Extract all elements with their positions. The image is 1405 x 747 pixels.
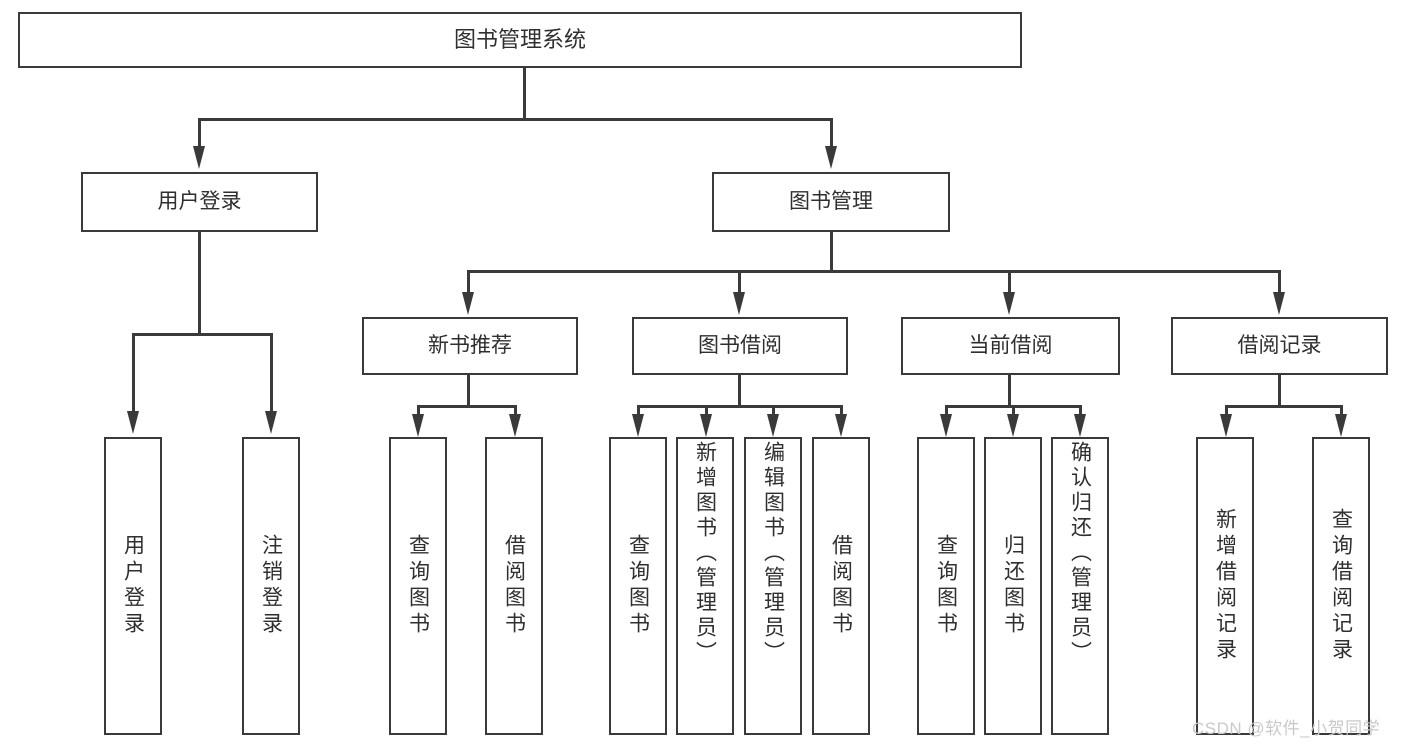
- connector-to-new-book-recommend: [467, 270, 470, 294]
- leaf-borrow-book[interactable]: 借阅图书: [812, 437, 870, 735]
- arrow-to-borrow-book-2: [835, 414, 847, 437]
- connector-borrow-record-stem: [1278, 375, 1281, 407]
- connector-current-borrow-stem: [1008, 375, 1011, 407]
- connector-borrow-record-drop-1: [1225, 405, 1228, 417]
- connector-current-borrow-drop-1: [945, 405, 948, 417]
- node-label: 借阅图书: [502, 534, 526, 638]
- connector-current-borrow-drop-3: [1079, 405, 1082, 417]
- connector-book-borrow-drop-1: [637, 405, 640, 417]
- arrow-to-user-login-leaf: [127, 411, 139, 434]
- connector-borrow-record-bus: [1226, 405, 1342, 408]
- arrow-to-logout-leaf: [265, 411, 277, 434]
- node-label: 借阅图书: [829, 534, 853, 638]
- connector-root-to-book-management: [830, 118, 833, 149]
- node-borrow-record[interactable]: 借阅记录: [1171, 317, 1388, 375]
- leaf-logout[interactable]: 注销登录: [242, 437, 300, 735]
- node-label: 确认归还（管理员）: [1068, 441, 1092, 666]
- connector-new-book-drop-2: [514, 405, 517, 417]
- node-label: 图书借阅: [698, 333, 782, 357]
- leaf-add-borrow-record[interactable]: 新增借阅记录: [1196, 437, 1254, 735]
- node-label: 注销登录: [259, 534, 283, 638]
- arrow-to-borrow-book-1: [509, 414, 521, 437]
- arrow-to-query-borrow-record: [1335, 414, 1347, 437]
- arrow-to-book-borrow: [733, 292, 745, 315]
- arrow-to-new-book-recommend: [462, 292, 474, 315]
- connector-book-borrow-drop-3: [772, 405, 775, 417]
- connector-book-borrow-drop-2: [705, 405, 708, 417]
- node-book-borrow[interactable]: 图书借阅: [632, 317, 848, 375]
- node-label: 用户登录: [121, 534, 145, 638]
- node-book-management[interactable]: 图书管理: [712, 172, 950, 232]
- node-label: 归还图书: [1001, 534, 1025, 638]
- node-label: 用户登录: [157, 189, 242, 213]
- arrow-to-add-borrow-record: [1220, 414, 1232, 437]
- connector-to-borrow-record: [1278, 270, 1281, 294]
- connector-book-management-stem: [830, 232, 833, 272]
- arrow-to-query-book-3: [940, 414, 952, 437]
- arrow-to-query-book-2: [632, 414, 644, 437]
- leaf-user-login[interactable]: 用户登录: [104, 437, 162, 735]
- connector-borrow-record-drop-2: [1340, 405, 1343, 417]
- arrow-to-current-borrow: [1003, 292, 1015, 315]
- arrow-to-edit-book: [767, 414, 779, 437]
- node-label: 图书管理: [789, 189, 873, 213]
- connector-new-book-drop-1: [417, 405, 420, 417]
- connector-book-borrow-drop-4: [840, 405, 843, 417]
- connector-root-bus: [199, 118, 833, 121]
- node-label: 新增借阅记录: [1213, 508, 1237, 664]
- leaf-return-book[interactable]: 归还图书: [984, 437, 1042, 735]
- connector-level3-bus: [468, 270, 1280, 273]
- arrow-to-add-book: [700, 414, 712, 437]
- arrow-to-borrow-record: [1273, 292, 1285, 315]
- leaf-edit-book-admin[interactable]: 编辑图书（管理员）: [744, 437, 802, 735]
- connector-book-borrow-bus: [638, 405, 842, 408]
- connector-new-book-stem: [467, 375, 470, 407]
- node-label: 查询图书: [406, 534, 430, 638]
- node-current-borrow[interactable]: 当前借阅: [901, 317, 1120, 375]
- node-label: 新书推荐: [428, 333, 512, 357]
- connector-user-login-drop-1: [132, 333, 135, 413]
- connector-to-book-borrow: [738, 270, 741, 294]
- node-label: 新增图书（管理员）: [693, 441, 717, 666]
- node-new-book-recommend[interactable]: 新书推荐: [362, 317, 578, 375]
- leaf-add-book-admin[interactable]: 新增图书（管理员）: [676, 437, 734, 735]
- connector-root-stem: [523, 68, 526, 120]
- node-label: 图书管理系统: [453, 27, 586, 53]
- connector-user-login-bus: [133, 333, 273, 336]
- connector-user-login-drop-2: [270, 333, 273, 413]
- leaf-query-book-current[interactable]: 查询图书: [917, 437, 975, 735]
- node-label: 查询图书: [934, 534, 958, 638]
- arrow-to-user-login: [193, 146, 205, 169]
- leaf-query-borrow-record[interactable]: 查询借阅记录: [1312, 437, 1370, 735]
- node-label: 编辑图书（管理员）: [761, 441, 785, 666]
- arrow-to-book-management: [825, 146, 837, 169]
- connector-book-borrow-stem: [738, 375, 741, 407]
- arrow-to-query-book-1: [412, 414, 424, 437]
- leaf-query-book-borrow[interactable]: 查询图书: [609, 437, 667, 735]
- node-user-login[interactable]: 用户登录: [81, 172, 318, 232]
- node-book-management-system[interactable]: 图书管理系统: [18, 12, 1022, 68]
- leaf-query-book-recommend[interactable]: 查询图书: [389, 437, 447, 735]
- leaf-borrow-book-recommend[interactable]: 借阅图书: [485, 437, 543, 735]
- arrow-to-confirm-return: [1074, 414, 1086, 437]
- connector-root-to-user-login: [198, 118, 201, 149]
- node-label: 查询借阅记录: [1329, 508, 1353, 664]
- connector-to-current-borrow: [1008, 270, 1011, 294]
- node-label: 当前借阅: [968, 333, 1053, 357]
- node-label: 查询图书: [626, 534, 650, 638]
- csdn-watermark: CSDN @软件_小贺同学: [1192, 719, 1381, 738]
- connector-user-login-stem: [198, 232, 201, 335]
- connector-new-book-bus: [418, 405, 517, 408]
- connector-current-borrow-drop-2: [1012, 405, 1015, 417]
- arrow-to-return-book: [1007, 414, 1019, 437]
- leaf-confirm-return-admin[interactable]: 确认归还（管理员）: [1051, 437, 1109, 735]
- node-label: 借阅记录: [1237, 333, 1322, 357]
